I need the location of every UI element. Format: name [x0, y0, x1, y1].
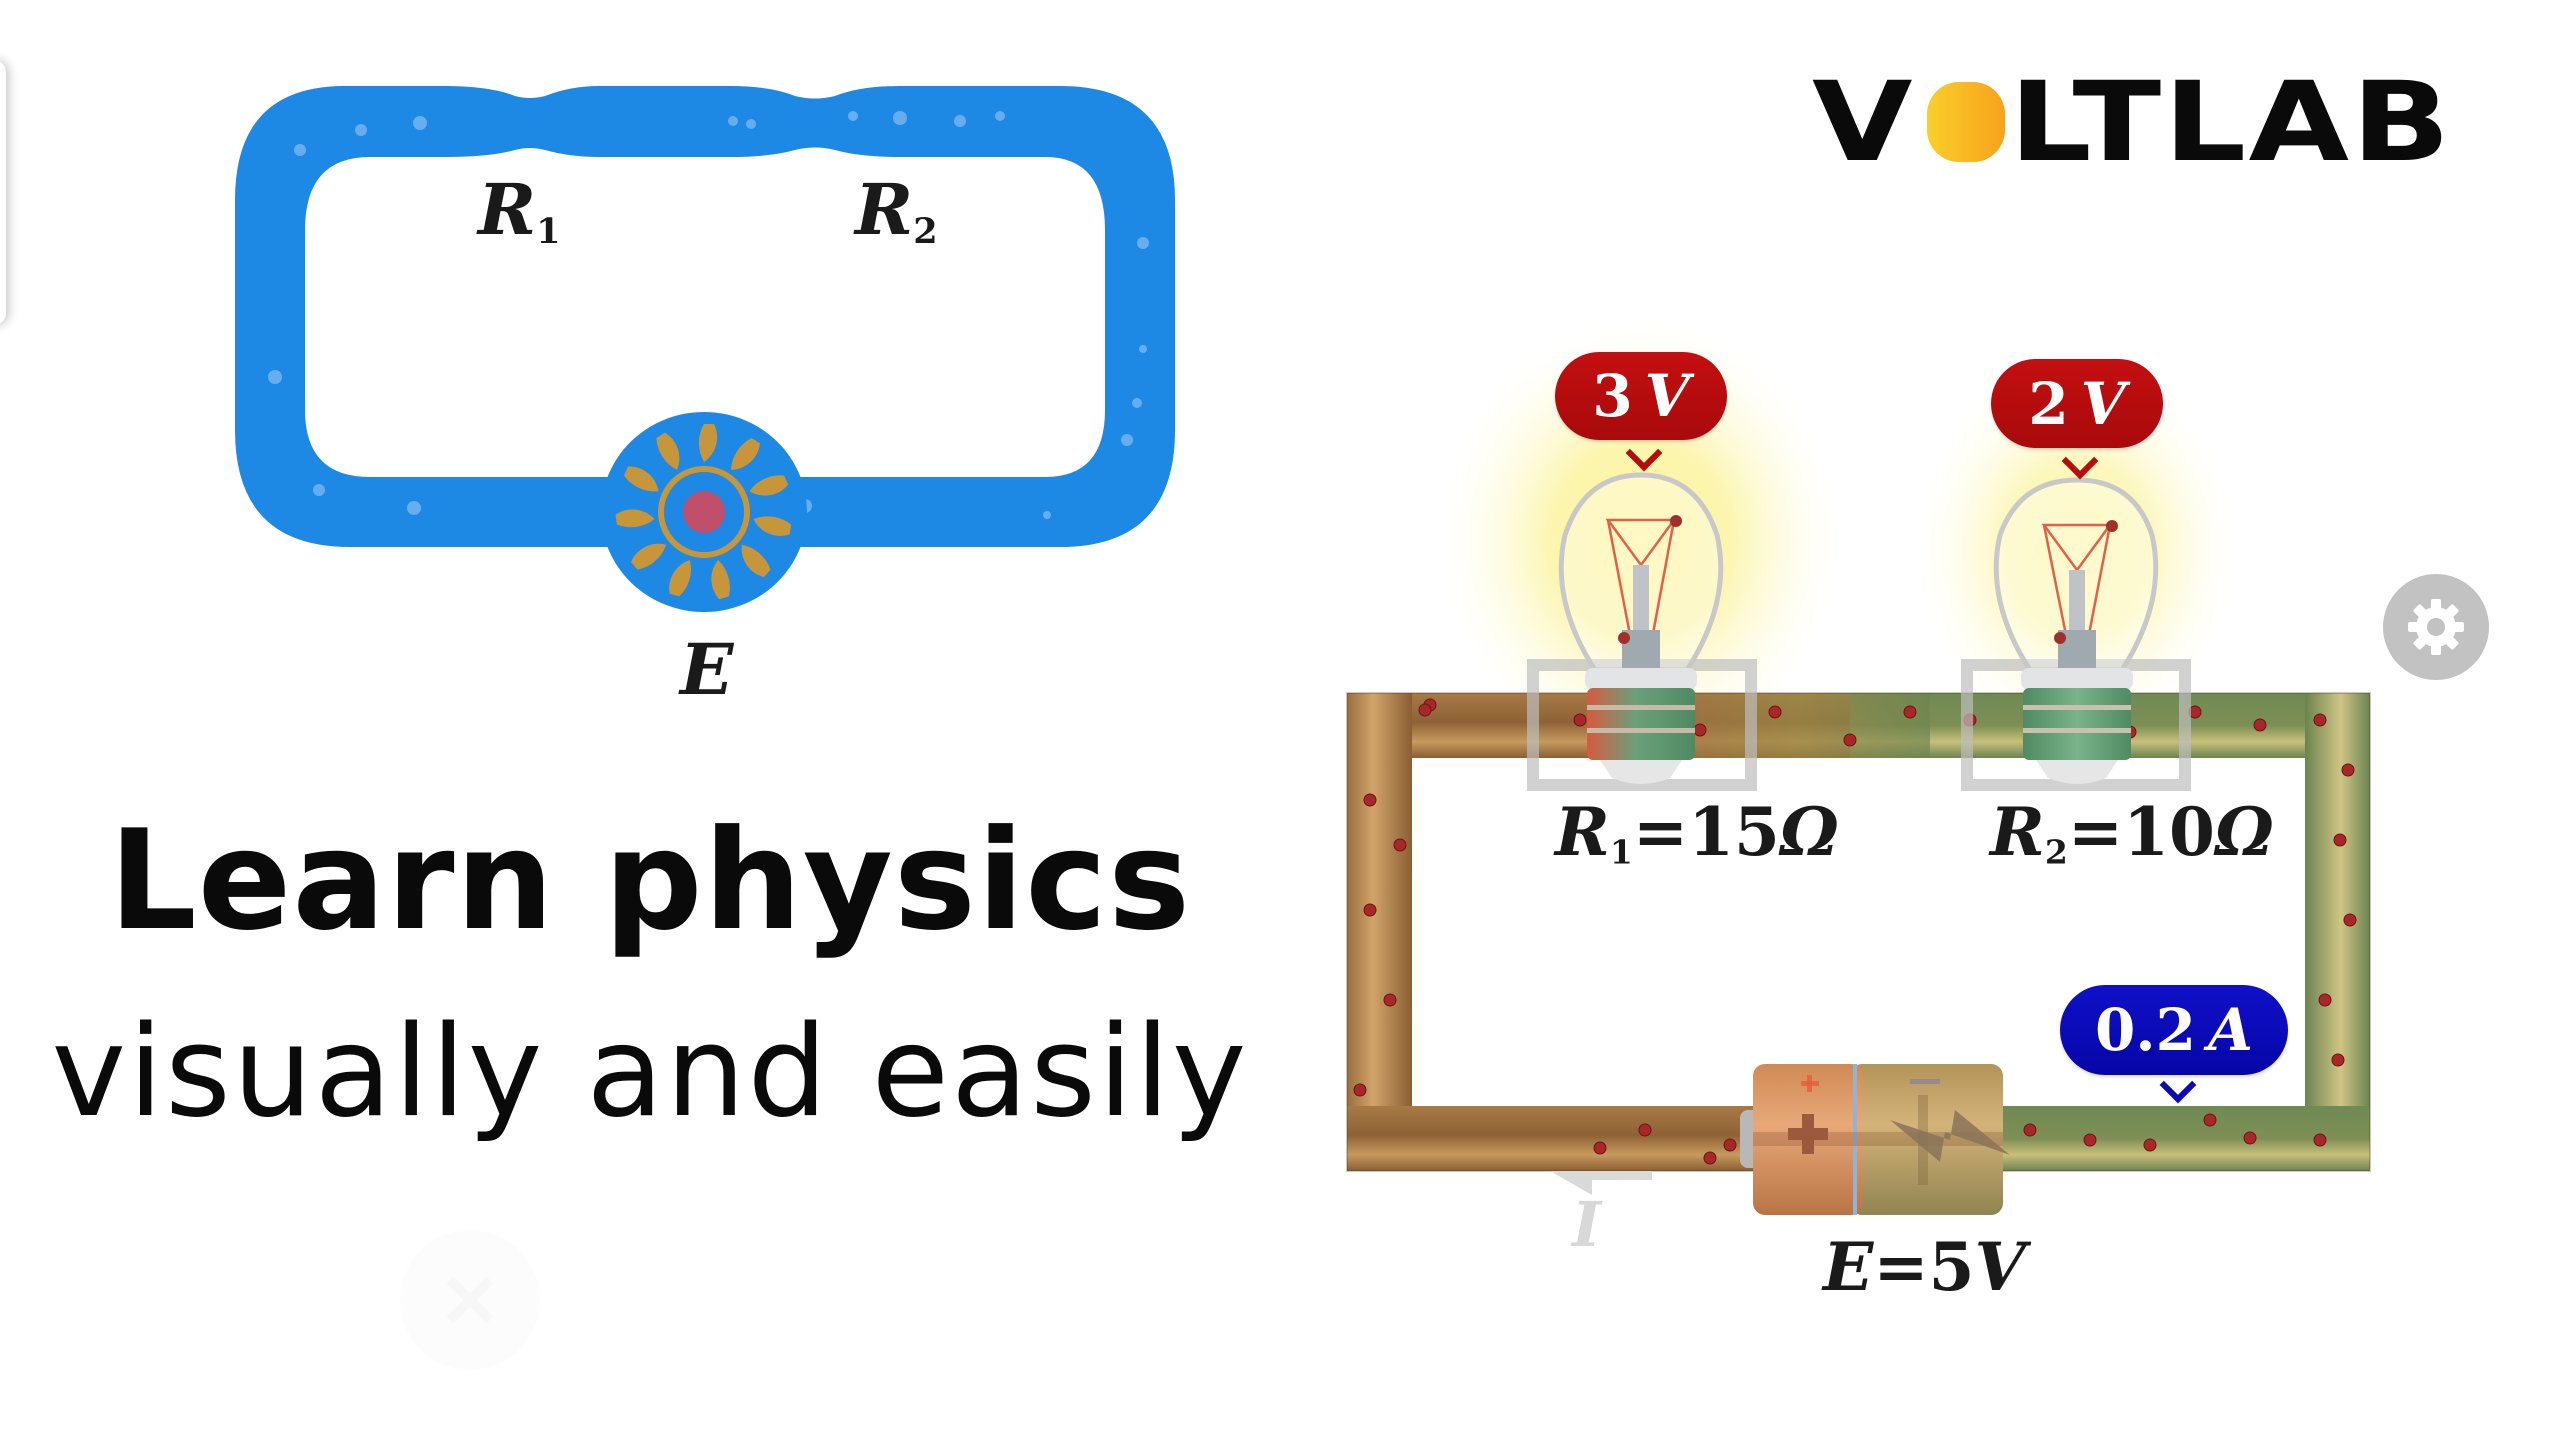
- electron: [2331, 1053, 2345, 1067]
- gear-tooth: [2443, 604, 2459, 620]
- water-loop-svg: [235, 86, 1175, 612]
- pump-blade: [623, 466, 659, 492]
- electron: [2253, 718, 2267, 732]
- electron: [1573, 713, 1587, 727]
- electron: [1593, 1141, 1607, 1155]
- pump-icon: [601, 412, 807, 612]
- current-symbol-label: I: [1572, 1188, 1602, 1261]
- battery-emf-label: E=5V: [1823, 1228, 2026, 1306]
- voltlab-logo: V LTLAB: [1812, 58, 2450, 186]
- gear-tooth: [2450, 622, 2464, 632]
- lamp2-glow: [1917, 360, 2237, 740]
- pump-blade: [741, 544, 771, 578]
- analogy-r2-label: R2: [855, 168, 938, 252]
- logo-letter-v: V: [1812, 58, 1915, 186]
- pump-blade: [749, 475, 789, 496]
- pump-blade: [731, 437, 760, 470]
- electron: [2333, 833, 2347, 847]
- logo-letters-rest: LTLAB: [2009, 58, 2453, 186]
- circuit-svg: [1346, 320, 2371, 1215]
- electron: [2318, 993, 2332, 1007]
- water-pipe: [235, 86, 1175, 547]
- lamp2[interactable]: [1961, 477, 2191, 791]
- pump-blade: [669, 559, 691, 597]
- electron: [1353, 1083, 1367, 1097]
- hidden-close-button[interactable]: [400, 1230, 540, 1370]
- electron: [1383, 993, 1397, 1007]
- electron: [1638, 1123, 1652, 1137]
- electron: [2343, 913, 2357, 927]
- electron: [2083, 1133, 2097, 1147]
- gear-tooth: [2431, 599, 2441, 613]
- electron: [1723, 1138, 1737, 1152]
- electron: [1903, 705, 1917, 719]
- electron: [1363, 793, 1377, 807]
- lamp2-resistance-label: R2=10Ω: [1990, 793, 2274, 872]
- logo-o-mark: [1927, 82, 2006, 162]
- gear-icon: [2408, 599, 2464, 655]
- electron: [1703, 1151, 1717, 1165]
- current-direction-arrow: [1550, 1171, 1652, 1195]
- close-icon: [450, 1280, 490, 1320]
- water-analogy-diagram: R1 R2 E: [0, 0, 1300, 760]
- electron: [2313, 713, 2327, 727]
- lamp1-glow: [1441, 320, 1841, 760]
- pump-blade: [753, 516, 792, 536]
- electron: [1768, 705, 1782, 719]
- headline-title: Learn physics: [108, 800, 1192, 961]
- electron: [1393, 838, 1407, 852]
- pump-blade: [698, 424, 718, 462]
- pump-blade: [630, 543, 667, 570]
- gear-tooth: [2431, 641, 2441, 655]
- pump-blade: [615, 509, 655, 528]
- headline-subtitle: visually and easily: [51, 998, 1249, 1145]
- side-drawer-handle[interactable]: [0, 60, 6, 325]
- electron: [2023, 1123, 2037, 1137]
- electron: [2243, 1131, 2257, 1145]
- gear-tooth: [2413, 604, 2429, 620]
- electron: [1418, 703, 1432, 717]
- pump-blade: [656, 432, 680, 470]
- gear-tooth: [2413, 634, 2429, 650]
- electron: [2143, 1138, 2157, 1152]
- gear-tooth: [2408, 622, 2422, 632]
- electron: [1693, 723, 1707, 737]
- analogy-r1-label: R1: [478, 168, 561, 252]
- lamp1[interactable]: [1527, 472, 1757, 791]
- gear-tooth: [2443, 634, 2459, 650]
- electrons: [1353, 698, 2357, 1165]
- electron: [1843, 733, 1857, 747]
- lamp1-resistance-label: R1=15Ω: [1555, 793, 1839, 872]
- settings-button[interactable]: [2383, 574, 2489, 680]
- battery[interactable]: [1740, 1064, 2010, 1215]
- electron: [2203, 1113, 2217, 1127]
- electron: [2313, 1133, 2327, 1147]
- electron: [2341, 763, 2355, 777]
- pump-blade: [711, 559, 730, 600]
- electron: [1363, 903, 1377, 917]
- analogy-source-label: E: [680, 628, 734, 711]
